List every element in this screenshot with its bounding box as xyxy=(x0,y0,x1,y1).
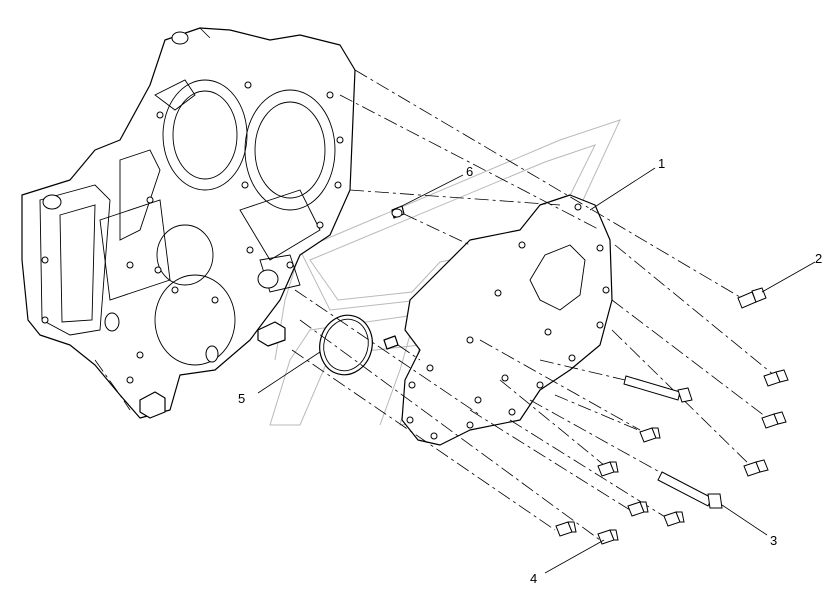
housing-bolt-holes xyxy=(41,81,344,384)
dowel-pin-upper xyxy=(391,205,405,219)
bolt-short xyxy=(597,461,619,477)
o-ring xyxy=(319,314,373,376)
bolt-short xyxy=(743,459,769,477)
cover-plate-holes xyxy=(406,203,610,440)
bolt-short xyxy=(763,369,789,387)
bolt-long-item-3 xyxy=(657,471,723,509)
callout-5: 5 xyxy=(238,391,245,406)
callout-4: 4 xyxy=(530,571,537,586)
callout-1: 1 xyxy=(658,156,665,171)
cover-plate xyxy=(401,194,613,446)
alignment-lines xyxy=(291,69,781,541)
bolt-item-4 xyxy=(597,529,619,545)
bolt-short xyxy=(663,511,685,527)
callout-2: 2 xyxy=(815,251,822,266)
bolt-short xyxy=(627,501,649,517)
dowel-pin-lower xyxy=(383,335,399,350)
engine-housing xyxy=(21,27,356,419)
bolt-long-item-3 xyxy=(623,375,693,403)
callout-3: 3 xyxy=(770,533,777,548)
bolt-item-2 xyxy=(737,287,767,309)
bolt-short xyxy=(555,521,577,537)
bolt-short xyxy=(761,411,787,429)
bolt-short xyxy=(639,427,661,443)
leader-lines xyxy=(257,167,816,574)
callout-6: 6 xyxy=(466,164,473,179)
